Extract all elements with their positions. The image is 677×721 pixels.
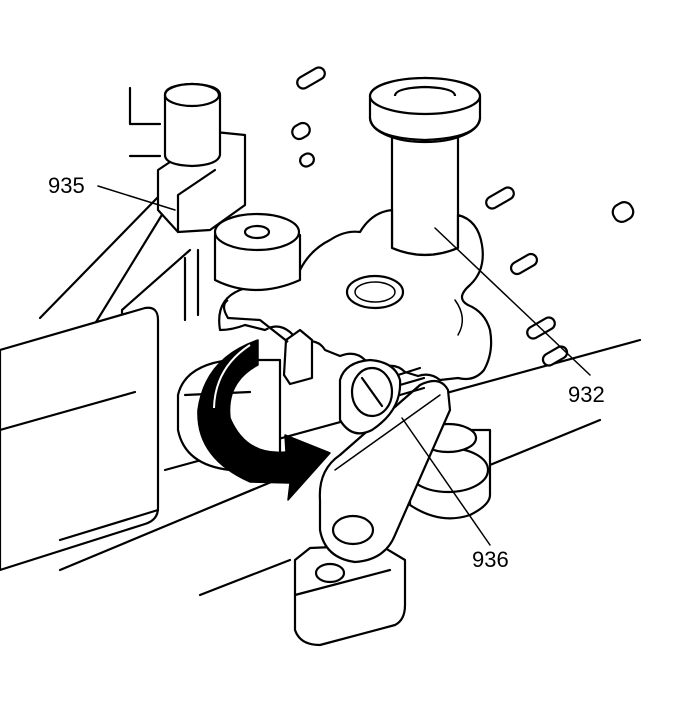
post-932 — [368, 76, 482, 257]
callout-labels: 935 932 936 — [48, 173, 605, 572]
callout-label-936: 936 — [472, 547, 509, 572]
ratchet-plate — [218, 208, 493, 382]
plate-holes — [291, 66, 635, 367]
leader-line-936 — [401, 417, 491, 546]
callout-label-935: 935 — [48, 173, 85, 198]
lever-arm — [293, 379, 452, 647]
pawl-935 — [156, 82, 314, 386]
leader-line-935 — [97, 185, 176, 211]
leader-line-932 — [434, 227, 591, 376]
curved-rotation-arrow-icon — [197, 339, 331, 501]
screw-936 — [338, 358, 426, 435]
leader-lines — [97, 185, 591, 546]
callout-label-932: 932 — [568, 382, 605, 407]
